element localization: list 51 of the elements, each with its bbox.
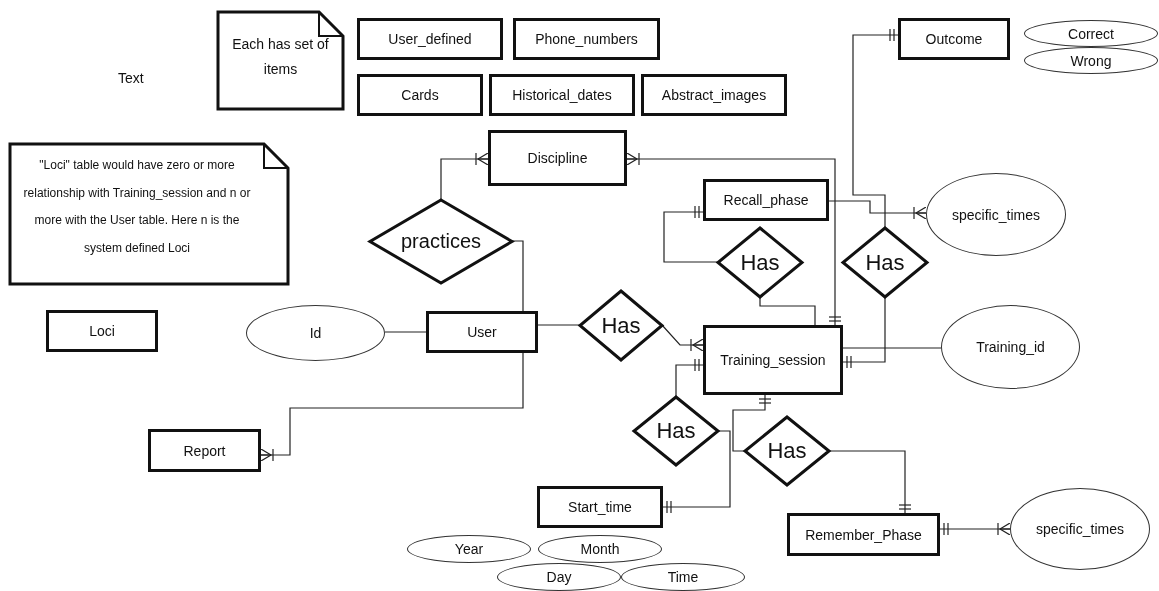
connector: [939, 522, 1011, 536]
connector: [828, 450, 912, 514]
attribute-ellipse: Year: [407, 535, 531, 563]
connector: [852, 28, 899, 229]
relationship-diamond: Has: [745, 417, 829, 485]
note-card: "Loci" table would have zero or more relationship with Training_session and n or more with the User table. Here n is the system defined Loci: [10, 144, 288, 284]
entity-box: Training_session: [703, 325, 843, 395]
relationship-diamond: practices: [370, 200, 512, 283]
entity-box: Loci: [46, 310, 158, 352]
attribute-ellipse: Time: [621, 563, 745, 591]
relationship-diamond: Has: [718, 228, 802, 297]
connector: [511, 240, 524, 312]
connector: [759, 296, 816, 326]
entity-box: Abstract_images: [641, 74, 787, 116]
connector: [260, 352, 524, 462]
entity-box: User: [426, 311, 538, 353]
connector: [626, 152, 842, 326]
connector: [663, 205, 719, 263]
entity-box: Historical_dates: [489, 74, 635, 116]
connector: [440, 152, 489, 201]
connector: [537, 324, 581, 326]
note-card: Each has set of items: [218, 12, 343, 109]
attribute-ellipse: Day: [497, 563, 621, 591]
entity-box: Phone_numbers: [513, 18, 660, 60]
entity-box: Outcome: [898, 18, 1010, 60]
connector: [842, 347, 942, 349]
text-label: Text: [118, 70, 144, 86]
attribute-ellipse: Wrong: [1024, 47, 1158, 74]
connector: [732, 394, 772, 452]
entity-box: User_defined: [357, 18, 503, 60]
attribute-ellipse: specific_times: [926, 173, 1066, 256]
relationship-diamond: Has: [843, 228, 927, 297]
relationship-diamond: Has: [580, 291, 662, 360]
connector: [828, 200, 927, 220]
attribute-ellipse: Month: [538, 535, 662, 563]
connector: [675, 358, 704, 398]
entity-box: Remember_Phase: [787, 513, 940, 556]
entity-box: Start_time: [537, 486, 663, 528]
entity-box: Recall_phase: [703, 179, 829, 221]
entity-box: Report: [148, 429, 261, 472]
entity-box: Discipline: [488, 130, 627, 186]
attribute-ellipse: Training_id: [941, 305, 1080, 389]
attribute-ellipse: specific_times: [1010, 488, 1150, 570]
connector: [842, 296, 886, 369]
relationship-diamond: Has: [634, 397, 718, 465]
attribute-ellipse: Id: [246, 305, 385, 361]
connector: [384, 331, 427, 333]
entity-box: Cards: [357, 74, 483, 116]
connector: [662, 430, 731, 514]
connector: [661, 324, 704, 352]
attribute-ellipse: Correct: [1024, 20, 1158, 47]
